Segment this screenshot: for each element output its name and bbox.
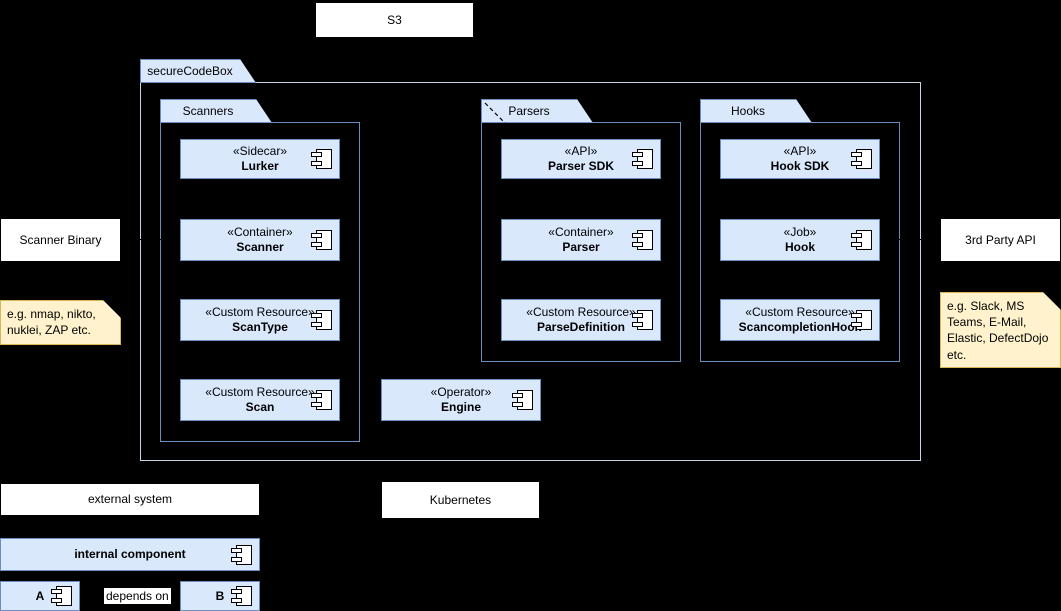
component-icon [632,229,654,251]
component-scantype: «Custom Resource» ScanType [180,299,340,341]
legend-node-b-label: B [215,588,225,603]
legend-node-b: B [180,581,260,611]
note-fold-icon [103,300,121,318]
component-icon [851,309,873,331]
component-lurker-name: Lurker [241,159,279,173]
component-scancompletionhook-stereotype: «Custom Resource» [745,305,855,319]
component-hook-sdk: «API» Hook SDK [720,139,880,179]
legend-internal-component: internal component [0,538,260,571]
component-hook: «Job» Hook [720,219,880,261]
note-fold-icon [1043,292,1061,310]
legend-node-a: A [0,581,80,611]
component-engine: «Operator» Engine [381,379,541,421]
component-icon [632,148,654,170]
note-scanner-examples-text: e.g. nmap, nikto, nuklei, ZAP etc. [7,307,96,338]
component-icon [231,585,253,607]
component-scanner: «Container» Scanner [180,219,340,261]
component-lurker: «Sidecar» Lurker [180,139,340,179]
package-hooks-label: Hooks [730,104,765,118]
note-hook-examples-text: e.g. Slack, MS Teams, E-Mail, Elastic, D… [947,299,1049,362]
note-scanner-examples: e.g. nmap, nikto, nuklei, ZAP etc. [0,300,121,345]
package-securecodebox: secureCodeBox [140,59,921,461]
package-parsers-tab: Parsers [481,99,593,123]
component-scancompletionhook: «Custom Resource» ScancompletionHook [720,299,880,341]
package-hooks: Hooks [700,99,900,362]
external-system-kubernetes: Kubernetes [381,481,540,519]
component-scantype-name: ScanType [232,320,288,334]
component-scan: «Custom Resource» Scan [180,379,340,421]
package-securecodebox-tab: secureCodeBox [140,59,256,83]
external-system-scanner-binary: Scanner Binary [0,218,121,262]
component-icon [851,148,873,170]
external-system-s3: S3 [315,2,474,38]
connector-s3-to-securecodebox [394,38,395,60]
connector-note-hook-to-api [1000,262,1001,292]
component-scan-name: Scan [245,400,275,414]
package-scanners-label: Scanners [182,104,234,118]
component-icon [311,148,333,170]
component-parser-sdk: «API» Parser SDK [501,139,661,179]
component-parsedefinition-name: ParseDefinition [536,320,626,334]
component-hook-sdk-name: Hook SDK [770,159,830,173]
component-parser-stereotype: «Container» [548,225,614,239]
component-icon [851,229,873,251]
component-engine-stereotype: «Operator» [430,385,492,399]
external-system-kubernetes-label: Kubernetes [429,492,492,507]
package-hooks-tab: Hooks [700,99,812,123]
component-hook-stereotype: «Job» [783,225,817,239]
legend-internal-component-label: internal component [74,547,186,561]
component-icon [632,309,654,331]
legend-relation-text: depends on [106,589,169,603]
component-hook-sdk-stereotype: «API» [783,144,817,158]
package-scanners-tab: Scanners [160,99,272,123]
dependency-line-engine-to-parsers [484,102,516,134]
package-parsers: Parsers [481,99,681,362]
connector-note-scanner-to-binary [60,262,61,300]
legend-external-system: external system [0,483,260,516]
connector-hook-to-third-party-api [880,239,940,240]
component-icon [512,389,534,411]
component-parser-sdk-name: Parser SDK [547,159,615,173]
component-lurker-stereotype: «Sidecar» [232,144,288,158]
component-parser: «Container» Parser [501,219,661,261]
package-securecodebox-label: secureCodeBox [147,64,233,78]
component-icon [311,309,333,331]
component-hook-name: Hook [785,240,815,254]
component-engine-name: Engine [440,400,481,414]
external-system-scanner-binary-label: Scanner Binary [19,232,102,247]
component-parsedefinition: «Custom Resource» ParseDefinition [501,299,661,341]
connector-securecodebox-to-kubernetes [460,461,461,481]
package-parsers-label: Parsers [508,104,550,118]
note-hook-examples: e.g. Slack, MS Teams, E-Mail, Elastic, D… [940,292,1061,368]
package-securecodebox-body [140,82,921,461]
component-icon [231,544,253,566]
package-scanners: Scanners [160,99,360,442]
legend-external-system-label: external system [87,492,173,507]
legend-node-a-label: A [35,588,45,603]
component-parsedefinition-stereotype: «Custom Resource» [526,305,636,319]
component-parser-sdk-stereotype: «API» [564,144,598,158]
component-icon [51,585,73,607]
component-icon [311,389,333,411]
external-system-third-party-api: 3rd Party API [940,218,1061,262]
external-system-third-party-api-label: 3rd Party API [965,232,1036,247]
component-scanner-name: Scanner [236,240,284,254]
connector-scanner-binary-to-scanner [121,239,180,240]
component-scantype-stereotype: «Custom Resource» [205,305,315,319]
component-icon [311,229,333,251]
external-system-s3-label: S3 [387,12,402,27]
component-scancompletionhook-name: ScancompletionHook [738,320,862,334]
legend-relation-label: depends on [104,588,171,605]
component-scan-stereotype: «Custom Resource» [205,385,315,399]
component-scanner-stereotype: «Container» [227,225,293,239]
component-parser-name: Parser [562,240,600,254]
